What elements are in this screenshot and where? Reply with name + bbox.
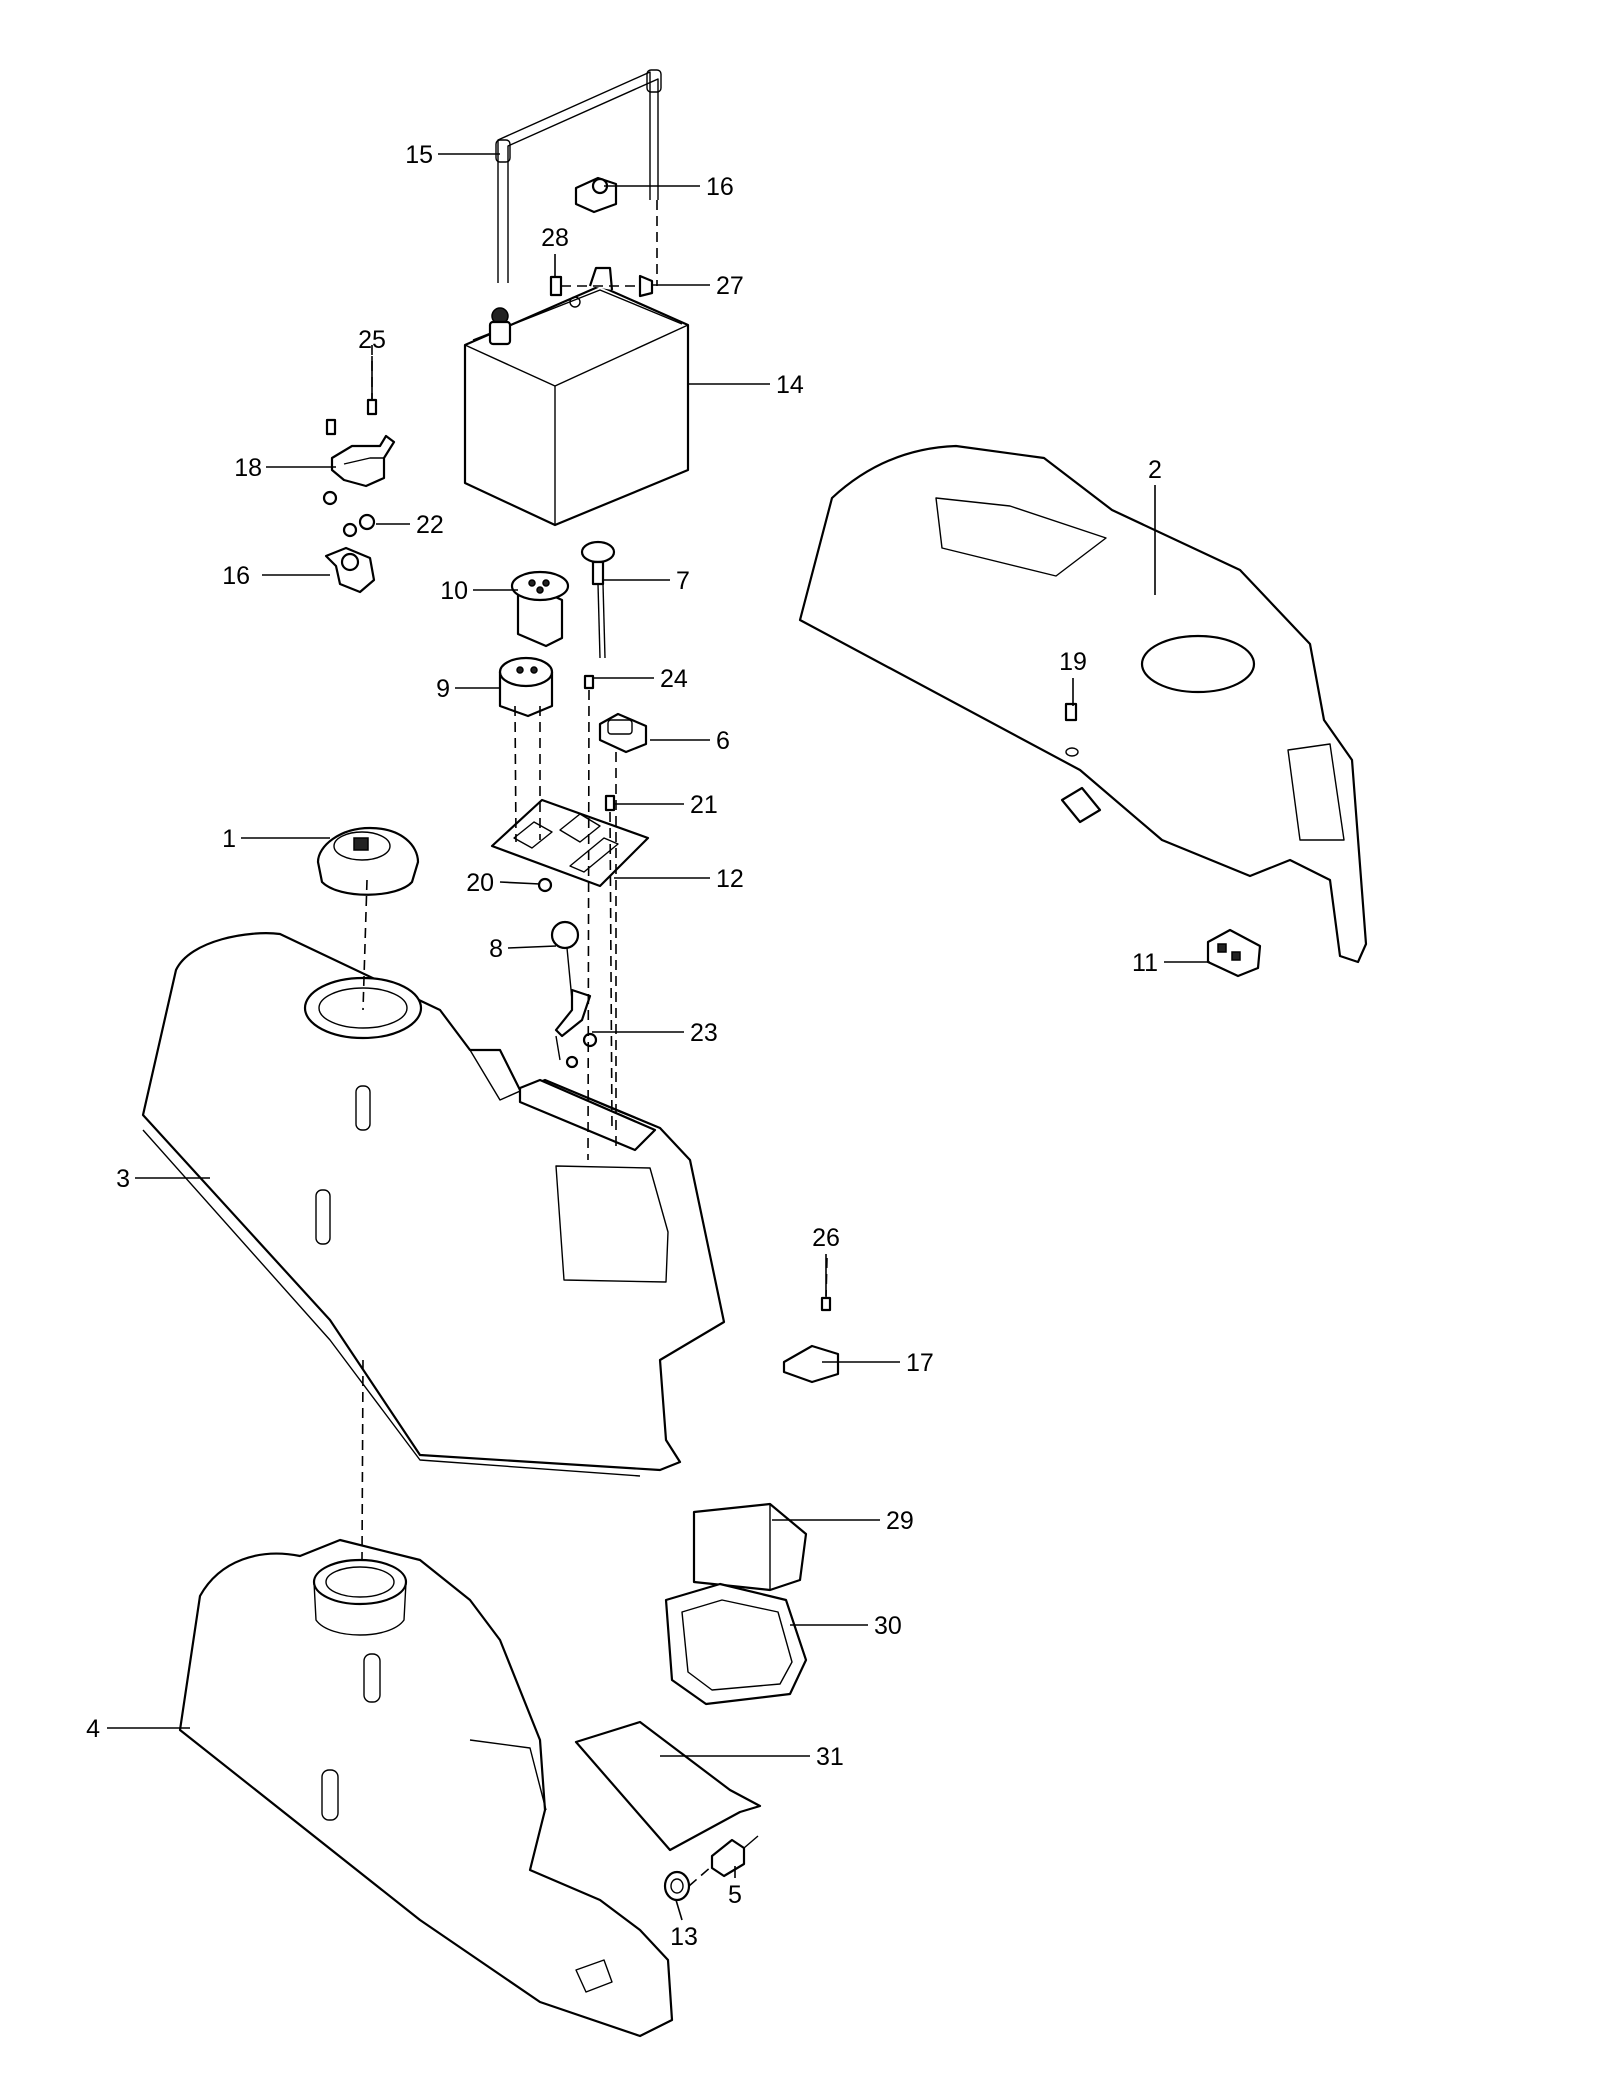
- alignment-lines: [361, 200, 828, 1887]
- callout-1: 1: [222, 825, 236, 853]
- callout-12: 12: [716, 865, 744, 893]
- callout-24: 24: [660, 665, 688, 693]
- callout-3: 3: [116, 1165, 130, 1193]
- callout-13: 13: [670, 1923, 698, 1951]
- callout-16-top: 16: [706, 173, 734, 201]
- heat-shield: [574, 1720, 762, 1852]
- callout-30: 30: [874, 1612, 902, 1640]
- rear-cover: [798, 444, 1368, 964]
- callout-5: 5: [728, 1881, 742, 1909]
- callout-18: 18: [234, 454, 262, 482]
- control-panel-plate: [490, 798, 650, 893]
- callout-19: 19: [1059, 648, 1087, 676]
- callout-4: 4: [86, 1715, 100, 1743]
- cable-terminal-top: [574, 176, 618, 214]
- callout-labels: 1 2 3 4 5 6 7 8 9 10 11 12 13 14 15 16 1…: [86, 141, 1162, 1951]
- callout-26: 26: [812, 1224, 840, 1252]
- callout-8: 8: [489, 935, 503, 963]
- callout-2: 2: [1148, 456, 1162, 484]
- battery-rod: [495, 69, 662, 283]
- callout-23: 23: [690, 1019, 718, 1047]
- battery: [463, 266, 690, 527]
- solenoid-group: [322, 398, 396, 538]
- mounting-clip: [782, 1296, 840, 1384]
- callout-9: 9: [436, 675, 450, 703]
- callout-16-left: 16: [222, 562, 250, 590]
- callout-11: 11: [1132, 949, 1158, 977]
- callout-31: 31: [816, 1743, 844, 1771]
- callout-14: 14: [776, 371, 804, 399]
- callout-10: 10: [440, 577, 468, 605]
- fuel-cap: [316, 826, 420, 896]
- callout-22: 22: [416, 511, 444, 539]
- ignition-switch: [510, 570, 570, 648]
- cable-terminal-left: [324, 546, 376, 594]
- cover-insert: [692, 1502, 808, 1592]
- console-cover: [141, 932, 726, 1477]
- seat-switch: [1206, 928, 1262, 978]
- callout-28: 28: [541, 224, 569, 252]
- callout-20: 20: [466, 869, 494, 897]
- callout-15: 15: [405, 141, 433, 169]
- key-switch: [498, 656, 554, 718]
- leader-lines: [107, 153, 1210, 1921]
- callout-27: 27: [716, 272, 744, 300]
- throttle-lever: [550, 920, 598, 1069]
- panel-screws: [583, 674, 616, 812]
- bezel-frame: [664, 1582, 808, 1706]
- callout-25: 25: [358, 326, 386, 354]
- choke-knob: [580, 540, 616, 659]
- callout-6: 6: [716, 727, 730, 755]
- callout-17: 17: [906, 1349, 934, 1377]
- switch-cover: [598, 712, 648, 754]
- callout-7: 7: [676, 567, 690, 595]
- callout-21: 21: [690, 791, 718, 819]
- callout-29: 29: [886, 1507, 914, 1535]
- fuel-tank: [178, 1538, 674, 2038]
- battery-bolt-nut: [549, 274, 654, 298]
